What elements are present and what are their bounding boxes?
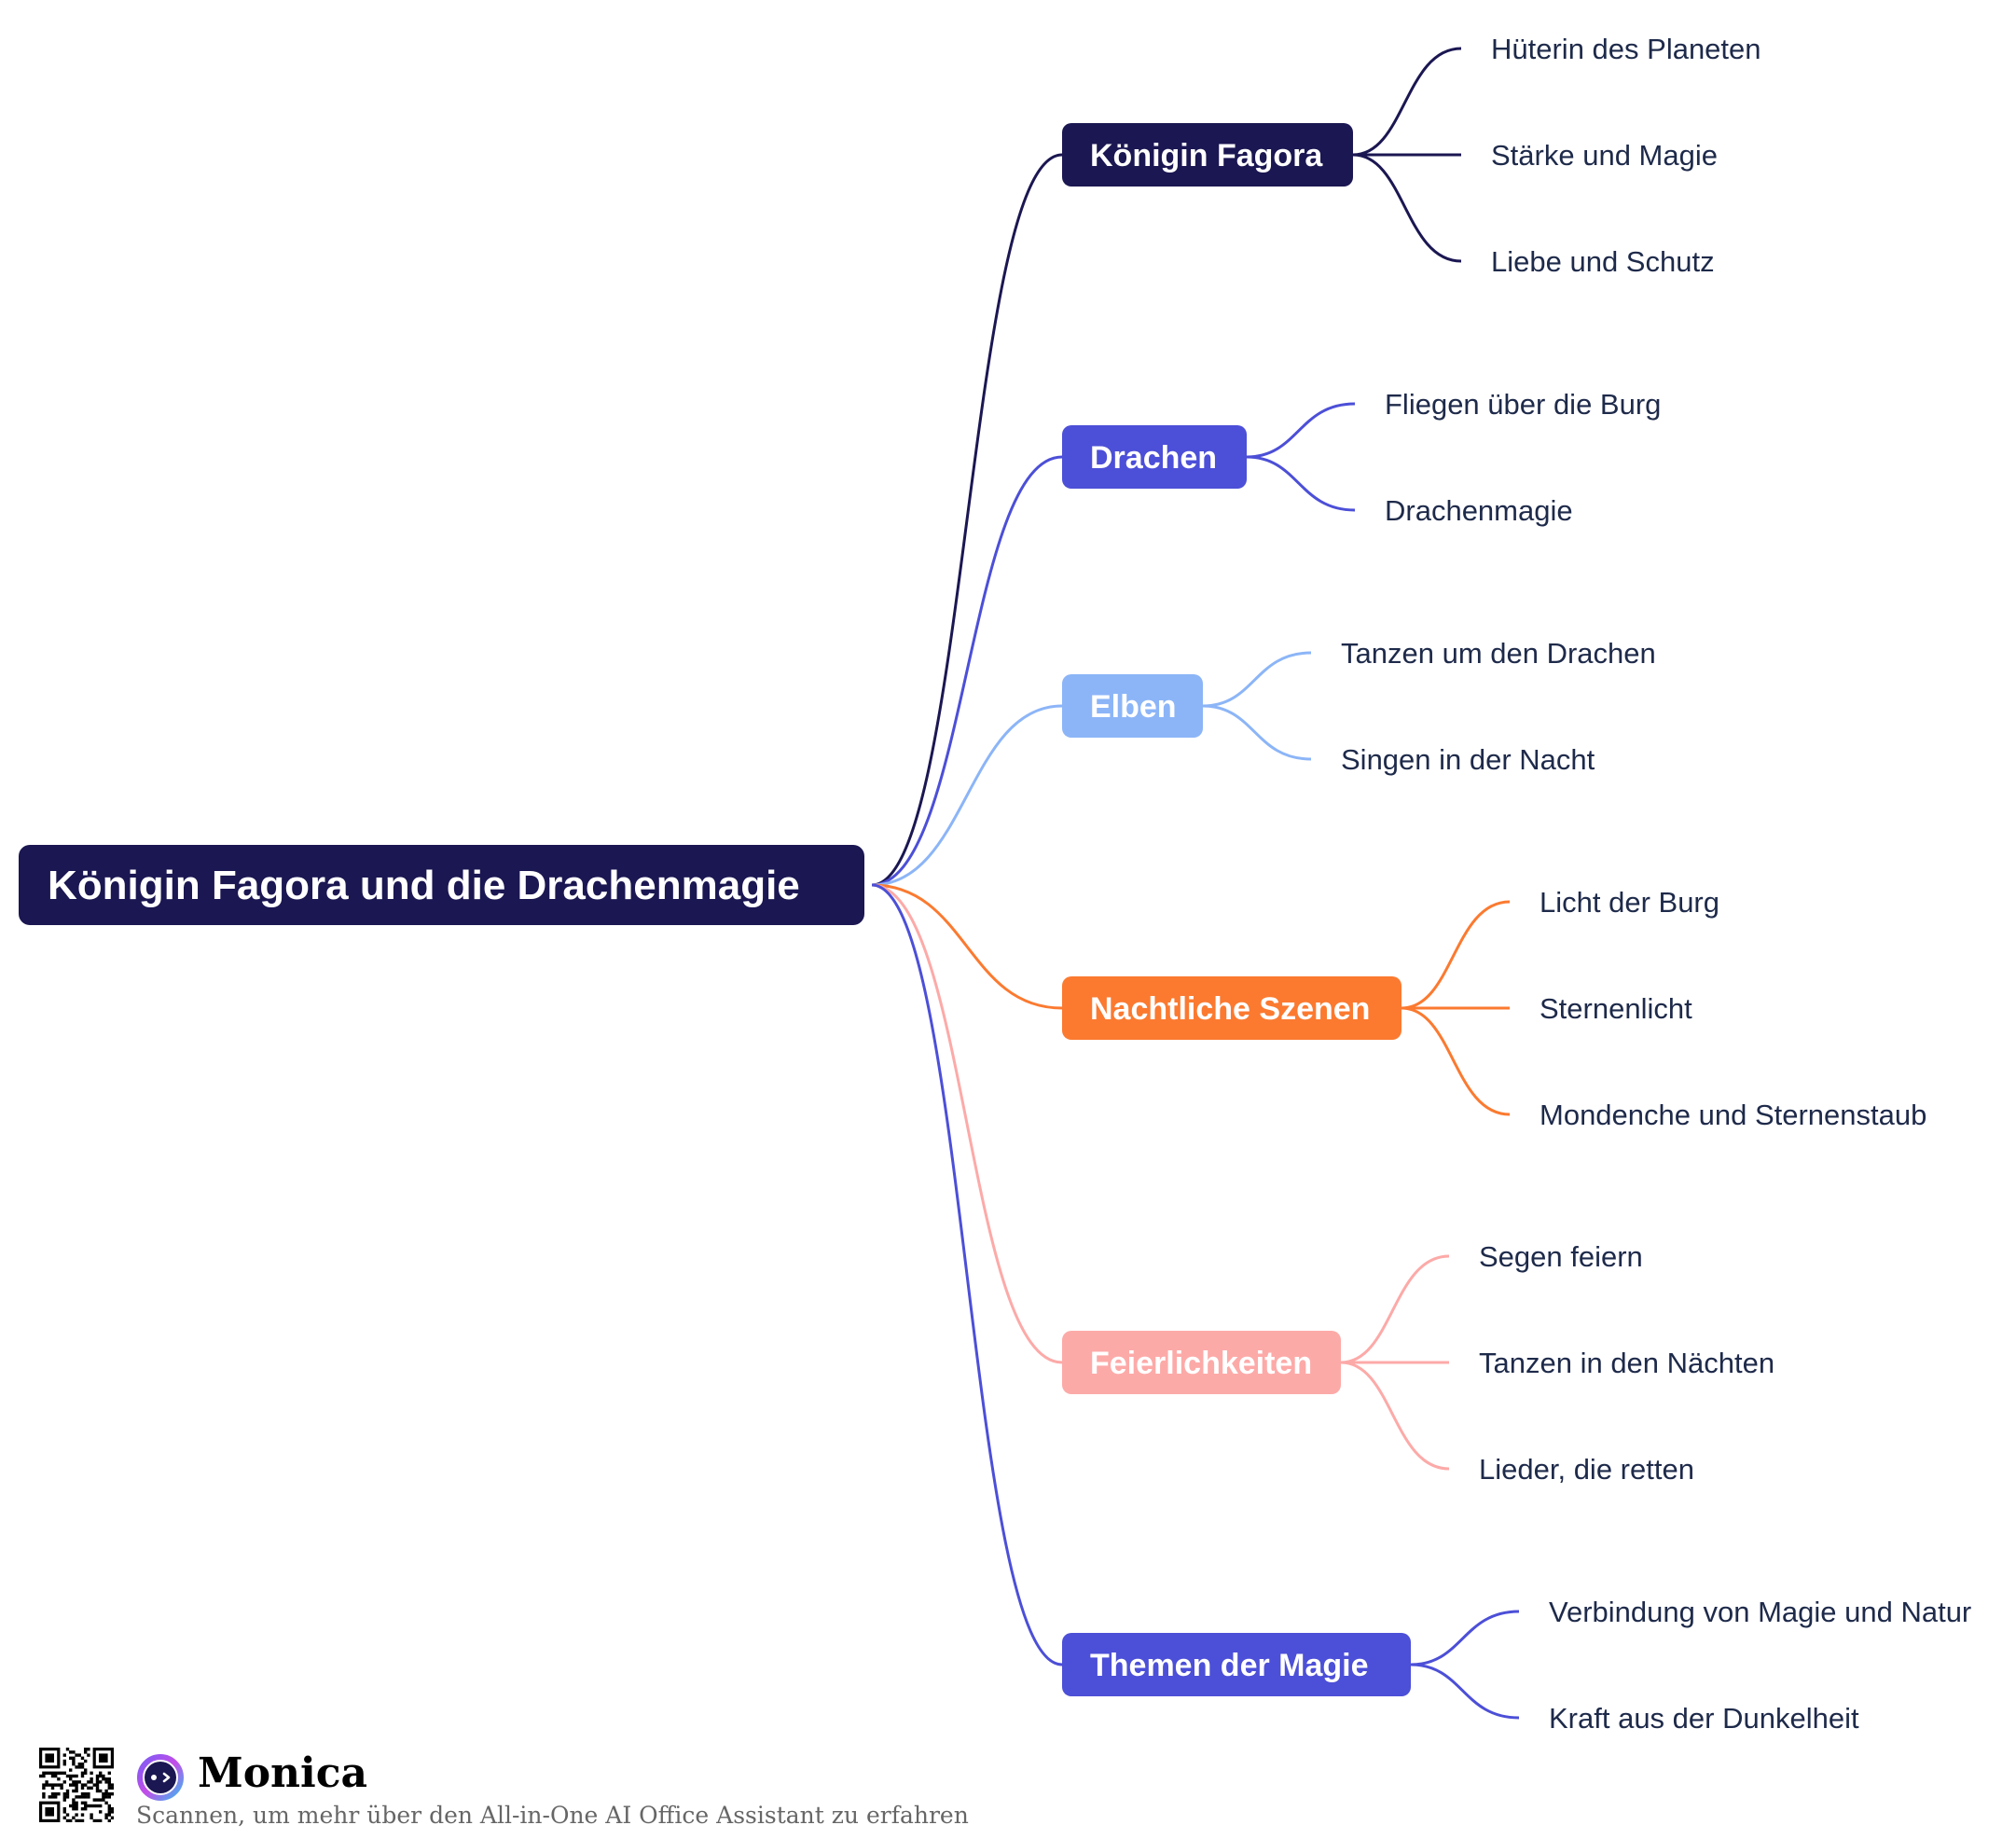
branch-node[interactable]: Elben [1062,674,1203,738]
branch-node[interactable]: Nachtliche Szenen [1062,976,1402,1040]
leaf-node-label[interactable]: Tanzen um den Drachen [1341,637,1656,670]
root-node[interactable]: Königin Fagora und die Drachenmagie [19,845,864,925]
branch-label: Elben [1090,689,1177,725]
nodes: Königin Fagora Hüterin des PlanetenStärke… [19,33,1971,1735]
leaf-node-label[interactable]: Lieder, die retten [1479,1453,1694,1486]
branch-label: Themen der Magie [1090,1648,1369,1683]
leaf-node-label[interactable]: Fliegen über die Burg [1385,388,1661,421]
branch-connector [871,883,1063,1666]
branch-connector [871,153,1063,887]
branch-node-box [1062,425,1247,489]
root-label: Königin Fagora und die Drachenmagie [48,863,800,908]
brand-name: Monica [198,1749,368,1797]
branch-connector [871,883,1063,1010]
leaf-node-label[interactable]: Tanzen in den Nächten [1479,1347,1774,1379]
branch-node[interactable]: Themen der Magie [1062,1633,1411,1696]
leaf-node-label[interactable]: Singen in der Nacht [1341,743,1595,776]
branch-label: Königin Fagora [1090,138,1323,173]
leaf-connector [1246,455,1356,512]
leaf-node-label[interactable]: Hüterin des Planeten [1491,33,1761,65]
branch-label: Feierlichkeiten [1090,1346,1312,1381]
branch-node[interactable]: Königin Fagora [1062,123,1353,187]
leaf-node-label[interactable]: Sternenlicht [1540,992,1692,1025]
leaf-node-label[interactable]: Verbindung von Magie und Natur [1549,1596,1971,1628]
monica-logo-icon [137,1754,184,1801]
leaf-connector [1352,47,1462,157]
branch-node-box [1062,674,1203,738]
leaf-node-label[interactable]: Drachenmagie [1385,494,1573,527]
branch-node[interactable]: Feierlichkeiten [1062,1331,1341,1394]
leaf-node-label[interactable]: Mondenche und Sternenstaub [1540,1099,1926,1131]
footer: Monica Scannen, um mehr über den All-in-… [39,1748,1065,1829]
branch-node-box [1062,1331,1341,1394]
branch-node[interactable]: Drachen [1062,425,1247,489]
qr-code-icon [39,1748,114,1822]
leaf-connector [1410,1663,1520,1720]
branch-connector [871,883,1063,1364]
connector-lines [871,47,1520,1720]
leaf-connector [1410,1610,1520,1666]
branch-connector [871,704,1063,887]
leaf-connector [1401,1006,1511,1116]
branch-label: Drachen [1090,440,1217,476]
leaf-connector [1401,900,1511,1010]
root-node-box [19,845,864,925]
leaf-connector [1202,651,1312,708]
leaf-connector [1340,1254,1450,1364]
leaf-connector [1352,153,1462,263]
branch-node-box [1062,1633,1411,1696]
leaf-node-label[interactable]: Kraft aus der Dunkelheit [1549,1702,1859,1735]
leaf-node-label[interactable]: Stärke und Magie [1491,139,1718,172]
footer-tagline: Scannen, um mehr über den All-in-One AI … [136,1802,969,1829]
leaf-node-label[interactable]: Licht der Burg [1540,886,1719,919]
branch-connector [871,455,1063,887]
leaf-node-label[interactable]: Liebe und Schutz [1491,245,1715,278]
branch-label: Nachtliche Szenen [1090,991,1370,1027]
leaf-connector [1202,704,1312,761]
leaf-connector [1246,402,1356,459]
branch-node-box [1062,976,1402,1040]
branch-node-box [1062,123,1353,187]
leaf-node-label[interactable]: Segen feiern [1479,1240,1643,1273]
leaf-connector [1340,1361,1450,1471]
